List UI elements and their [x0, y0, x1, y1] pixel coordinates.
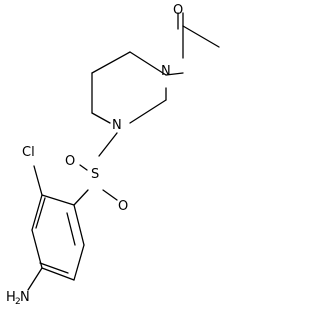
bond-ring-4: [91, 112, 111, 124]
bond-ring-Cl: [33, 165, 43, 196]
bond-benzene-2: [31, 194, 43, 231]
bond-S-aryl: [73, 189, 89, 206]
atom-oxygen-sulfonyl-left: O: [65, 154, 75, 169]
bond-benzene-4: [41, 267, 75, 281]
atom-sulfur: S: [91, 167, 99, 182]
bond-ring-1: [129, 51, 167, 76]
structure-canvas: O N N S O O Cl H 2 N: [6, 3, 220, 307]
atom-amine-N: N: [20, 290, 30, 305]
bond-benzene-5: [73, 244, 85, 281]
bond-benzene-6: [73, 204, 85, 246]
bond-benzene-1: [41, 194, 75, 206]
bond-S-O-left: [79, 164, 88, 171]
bond-benzene-inner-3: [35, 197, 46, 229]
atom-nitrogen-acetyl: N: [161, 64, 171, 79]
bond-methyl-carbonyl: [182, 25, 220, 48]
bond-ring-NH2: [27, 267, 43, 291]
bond-ring-7: [165, 72, 184, 76]
molecule-drawing: O N N S O O Cl H 2 N: [6, 3, 220, 307]
bond-benzene-3: [31, 229, 43, 269]
bond-ring-5: [129, 99, 167, 124]
bond-ring-2: [91, 51, 131, 74]
atom-oxygen-carbonyl: O: [173, 3, 183, 18]
atom-nitrogen-sulfonyl: N: [112, 118, 122, 133]
atom-oxygen-sulfonyl-right: O: [118, 199, 128, 214]
atom-chlorine: Cl: [22, 145, 35, 160]
atom-amine-subscript: 2: [15, 297, 21, 307]
bond-benzene-inner-1: [66, 212, 76, 246]
bond-N-S: [98, 132, 118, 157]
bond-benzene-inner-2: [39, 262, 69, 274]
atom-amine-H: H: [6, 290, 16, 305]
bond-S-O-right: [102, 189, 118, 201]
